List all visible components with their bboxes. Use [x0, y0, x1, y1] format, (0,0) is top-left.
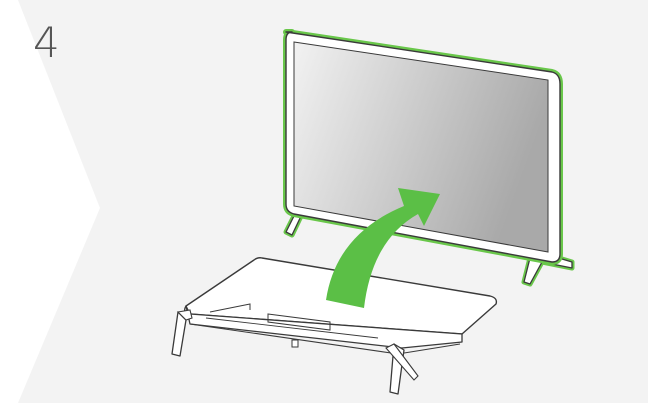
tv-upright-icon: [283, 29, 575, 287]
step-number: 4: [33, 18, 60, 67]
lift-arrow-icon: [326, 188, 440, 308]
step-chevron: [0, 0, 100, 403]
